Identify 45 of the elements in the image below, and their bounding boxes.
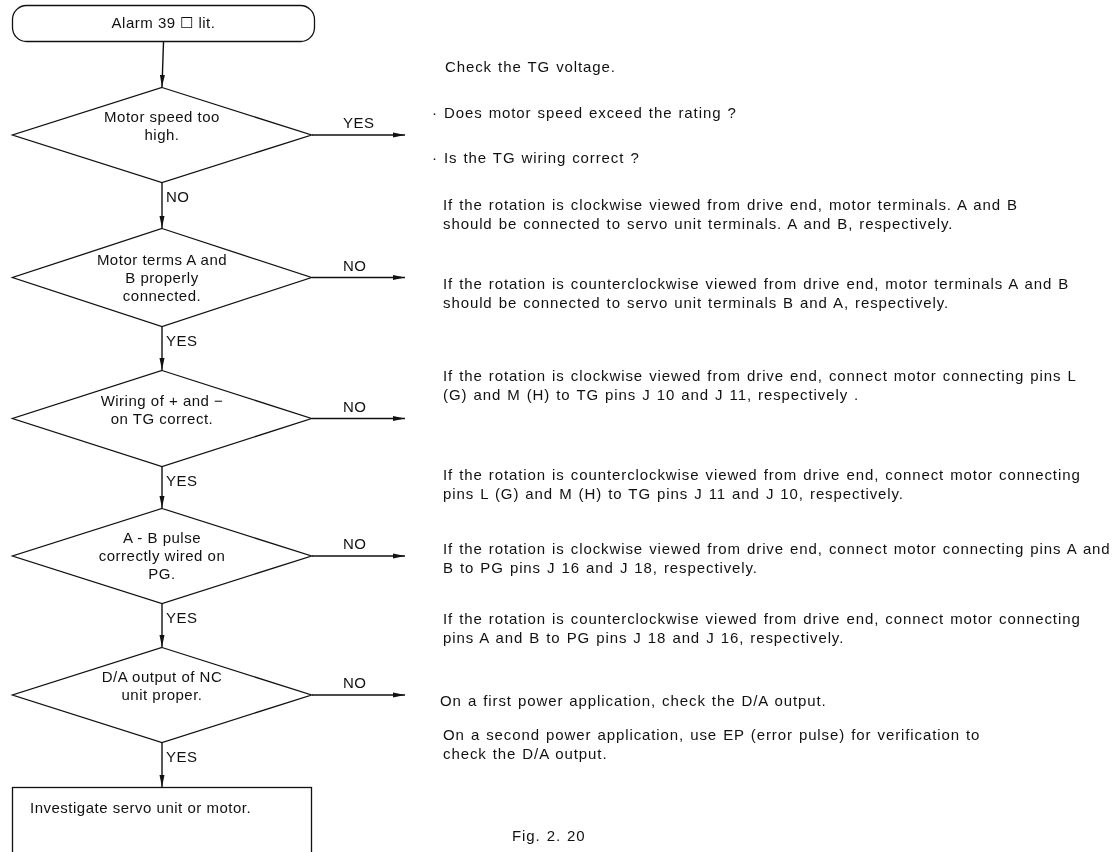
- terminator-shape: [12, 5, 315, 42]
- arrow: [311, 692, 406, 698]
- note-text: If the rotation is clockwise viewed from drive end, connect motor connecting pins L (G) and M (H) to TG pins J 10 and J 11, respectively .: [443, 366, 1078, 404]
- edge-label: YES: [165, 333, 199, 349]
- arrow: [159, 41, 165, 88]
- arrow: [311, 553, 406, 559]
- edge-label: YES: [165, 610, 199, 626]
- arrow: [311, 275, 406, 280]
- decision-diamond: [12, 87, 312, 183]
- arrow: [159, 742, 165, 788]
- node-text: A - B pulse correctly wired on PG.: [97, 529, 227, 583]
- node-text: D/A output of NC unit proper.: [100, 668, 224, 704]
- node-text: Motor speed too high.: [103, 108, 221, 144]
- edge-label: YES: [165, 473, 199, 489]
- node-text: Wiring of + and − on TG correct.: [99, 391, 225, 428]
- note-text: If the rotation is clockwise viewed from drive end, motor terminals. A and B should be connected to servo unit terminals. A and B, respectively.: [443, 195, 1019, 233]
- note-text: On a first power application, check the D/A output.: [440, 691, 828, 710]
- process-box: [12, 787, 312, 852]
- arrow: [159, 466, 165, 509]
- note-text: · Does motor speed exceed the rating ?: [432, 103, 738, 122]
- figure-caption: Fig. 2. 20: [512, 826, 586, 845]
- node-text: Investigate servo unit or motor.: [30, 799, 253, 817]
- decision-diamond: [12, 508, 312, 604]
- note-text: Check the TG voltage.: [445, 57, 617, 76]
- node-text: Alarm 39 ☐ lit.: [110, 14, 217, 32]
- edge-label: NO: [342, 675, 368, 691]
- decision-diamond: [12, 228, 312, 327]
- arrow: [311, 416, 406, 421]
- arrow: [159, 182, 165, 229]
- note-text: If the rotation is clockwise viewed from drive end, connect motor connecting pins A and B to PG pins J 16 and J 18, respectively.: [443, 539, 1112, 577]
- note-text: If the rotation is counterclockwise viewed from drive end, motor terminals A and B should be connected to servo unit terminals B and A, respectively.: [443, 274, 1071, 312]
- note-text: If the rotation is counterclockwise viewed from drive end, connect motor connecting pins A and B to PG pins J 18 and J 16, respectively.: [443, 609, 1082, 647]
- arrow: [159, 603, 165, 648]
- decision-diamond: [12, 370, 312, 467]
- node-text: Motor terms A and B properly connected.: [95, 250, 229, 305]
- note-text: If the rotation is counterclockwise viewed from drive end, connect motor connecting pins L (G) and M (H) to TG pins J 11 and J 10, respectively.: [443, 465, 1082, 503]
- arrow: [159, 326, 165, 371]
- note-text: On a second power application, use EP (error pulse) for verification to check the D/A output.: [443, 725, 982, 763]
- edge-label: NO: [165, 189, 191, 205]
- arrow: [311, 132, 406, 138]
- note-text: · Is the TG wiring correct ?: [432, 148, 641, 167]
- edge-label: YES: [165, 749, 199, 765]
- decision-diamond: [12, 647, 312, 743]
- edge-label: YES: [342, 115, 376, 131]
- edge-label: NO: [342, 536, 368, 552]
